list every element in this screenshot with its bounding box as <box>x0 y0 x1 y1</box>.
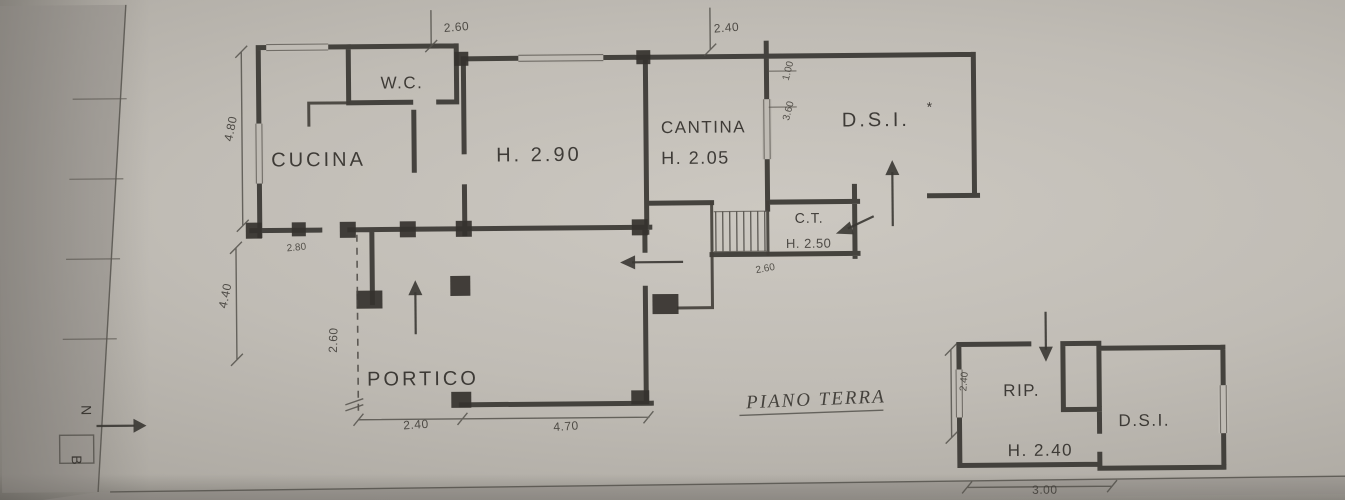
height-label-main: H. 2.90 <box>496 144 582 167</box>
room-label-dsi-lower: D.S.I. <box>1118 411 1170 430</box>
portico-dashed-line <box>356 234 360 411</box>
north-letter: N <box>78 405 94 416</box>
portico-up-arrowhead <box>408 280 423 296</box>
room-label-ct: C.T. <box>795 210 824 226</box>
compass-group: N B <box>58 405 95 466</box>
dim-line-left-upper <box>234 45 250 233</box>
window-glass-lines <box>763 99 771 160</box>
north-arrowhead <box>133 418 147 433</box>
stair-hatch <box>713 210 769 253</box>
floor-title-underline <box>739 409 884 417</box>
room-label-dsi-upper: D.S.I. <box>842 109 910 132</box>
wall <box>956 340 1227 471</box>
dim-cantina-right-upper: 1.00 <box>781 60 797 82</box>
height-label-ct: H. 2.50 <box>786 236 832 251</box>
pillar <box>399 221 416 238</box>
corner-box <box>58 434 95 465</box>
sheet-bottom-line <box>110 475 1345 493</box>
boundary-tick-marks <box>62 98 127 340</box>
room-label-cucina: CUCINA <box>271 149 366 172</box>
stair-edge-lines <box>713 210 769 253</box>
annex-down-arrowhead <box>1038 346 1053 362</box>
window-glass-lines <box>955 369 964 418</box>
windows <box>253 41 773 184</box>
circulation-arrows <box>96 160 1053 433</box>
dim-line-portico-bottom <box>352 410 654 427</box>
sheet-boundary <box>62 4 1345 493</box>
window-glass-lines <box>255 123 263 184</box>
photo-bottom-edge <box>2 476 1345 500</box>
pillars <box>245 50 679 408</box>
floor-title: PIANO TERRA <box>745 386 886 413</box>
dim-top-center: 2.60 <box>443 19 469 35</box>
window-glass-lines <box>266 43 329 52</box>
pillar <box>652 293 679 315</box>
dim-line-left-lower <box>229 241 244 367</box>
room-label-wc: W.C. <box>380 73 423 92</box>
pillar <box>631 390 650 405</box>
corridor-left-arrowhead <box>620 255 636 270</box>
dim-annex-left: 2.40 <box>958 371 971 392</box>
wall <box>249 40 981 408</box>
terrace-up-arrowhead <box>885 160 900 176</box>
dim-left-lower: 4.40 <box>216 282 235 310</box>
window-glass-lines <box>518 54 604 62</box>
dimension-lines <box>229 7 1118 494</box>
dim-line-annex-left <box>944 343 959 445</box>
ct-entry-arrowhead <box>835 221 854 235</box>
annex-walls <box>954 340 1229 471</box>
dim-stair-bottom: 2.60 <box>755 262 777 276</box>
height-label-rip: H. 2.40 <box>1008 441 1073 461</box>
pillar <box>245 222 262 239</box>
dim-cucina-bottom: 2.80 <box>286 241 307 254</box>
pillar <box>636 50 651 65</box>
room-labels: W.C. CUCINA H. 2.90 CANTINA H. 2.05 D.S.… <box>271 73 1170 461</box>
floor-title-group: PIANO TERRA <box>739 386 886 417</box>
pillar <box>291 222 306 237</box>
height-label-cantina: H. 2.05 <box>661 147 730 168</box>
room-label-rip: RIP. <box>1003 381 1040 400</box>
corner-box-letter: B <box>69 455 85 465</box>
main-building-walls <box>249 40 981 408</box>
ct-entry-arrow <box>847 215 875 230</box>
pillar <box>631 219 648 236</box>
room-label-portico: PORTICO <box>367 368 479 391</box>
wall-partition <box>307 101 770 310</box>
property-boundary-line <box>97 4 127 493</box>
dim-portico-bottom-left: 2.40 <box>403 417 429 433</box>
pillar <box>450 275 471 296</box>
window-glass-lines <box>1219 385 1228 434</box>
break-marks <box>345 398 364 412</box>
dim-top-right: 2.40 <box>713 20 739 36</box>
stair-treads <box>715 211 766 252</box>
dimension-labels: 2.60 2.40 4.80 4.40 2.80 2.60 2.40 4.70 … <box>216 19 1058 497</box>
pillar <box>455 220 472 237</box>
cantina-niche-lines <box>768 70 797 108</box>
pillar <box>339 221 356 238</box>
pillar <box>356 290 383 309</box>
dsi-asterisk-mark: * <box>927 99 934 115</box>
dim-portico-left: 2.60 <box>326 327 341 353</box>
dim-left-upper: 4.80 <box>221 115 240 143</box>
dim-line-annex-bottom <box>961 479 1118 494</box>
room-label-cantina: CANTINA <box>661 117 746 137</box>
dim-annex-bottom: 3.00 <box>1032 483 1057 497</box>
dim-cantina-right-lower: 3.60 <box>781 100 797 122</box>
photo-left-edge <box>0 4 126 493</box>
pillar <box>454 51 469 66</box>
pillar <box>451 391 472 408</box>
dim-ticks-top <box>424 7 717 57</box>
dim-portico-bottom: 4.70 <box>553 419 579 435</box>
portico-open-edge <box>345 234 364 412</box>
